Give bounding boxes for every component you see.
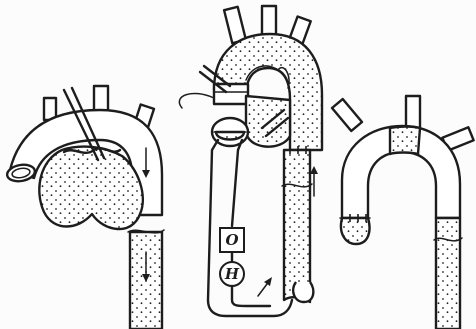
pump-label: H [224,265,240,283]
right-branch-vessel-2 [406,96,420,130]
mid-femoral-bulge [293,282,313,302]
right-descending-aorta [436,218,460,329]
oxygenator-label: O [225,231,238,249]
mid-cannula-fill [216,132,244,140]
left-aneurysm-sac [39,147,143,229]
right-arch-graft-band [390,127,420,155]
mid-descending-aorta [284,150,310,302]
